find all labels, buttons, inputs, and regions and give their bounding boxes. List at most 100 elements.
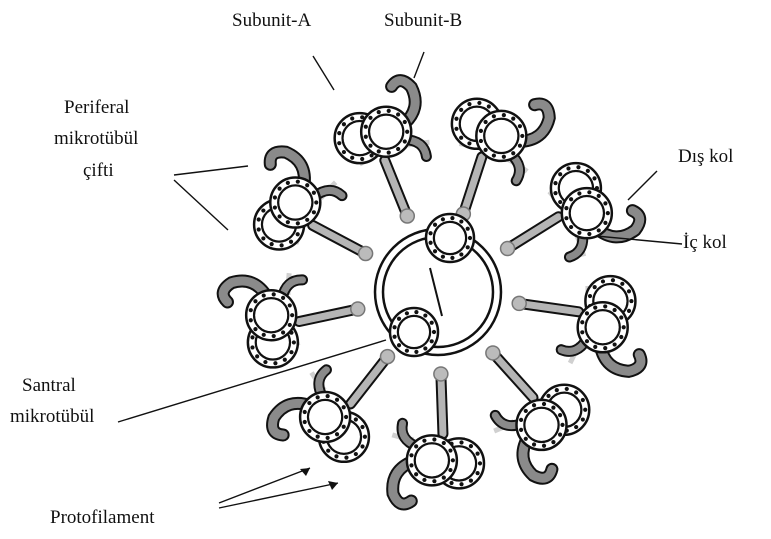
protofilament-dot [414, 444, 418, 448]
protofilament-dot [263, 360, 267, 364]
protofilament-dot [288, 323, 292, 327]
protofilament-dot [405, 349, 409, 353]
protofilament-dot [564, 206, 568, 210]
tubule-lumen [279, 187, 311, 219]
protofilament-dot [629, 299, 633, 303]
protofilament-dot [487, 104, 491, 108]
protofilament-dot [387, 109, 391, 113]
protofilament-dot [296, 221, 300, 225]
protofilament-dot [492, 114, 496, 118]
protofilament-dot [560, 423, 564, 427]
protofilament-dot [273, 361, 277, 365]
protofilament-dot [253, 299, 257, 303]
protofilament-dot [326, 394, 330, 398]
tubule-lumen [525, 409, 557, 441]
protofilament-dot [350, 116, 354, 120]
protofilament-dot [292, 340, 296, 344]
protofilament-dot [518, 124, 522, 128]
protofilament-dot [272, 292, 276, 296]
protofilament-dot [422, 439, 426, 443]
tubule-lumen [255, 299, 287, 331]
protofilament-dot [432, 330, 436, 334]
protofilament-dot [262, 333, 266, 337]
label-inner-arm: İç kol [683, 232, 727, 254]
subunit-a-tubule [562, 188, 612, 238]
protofilament-dot [250, 335, 254, 339]
protofilament-dot [280, 243, 284, 247]
protofilament-dot [342, 405, 346, 409]
subunit-a-tubule [476, 111, 526, 161]
protofilament-dot [392, 325, 396, 329]
protofilament-dot [484, 148, 488, 152]
protofilament-dot [580, 330, 584, 334]
protofilament-dot [466, 227, 470, 231]
protofilament-dot [479, 139, 483, 143]
radial-spoke [313, 225, 366, 253]
radial-spoke [508, 217, 559, 249]
protofilament-dot [587, 190, 591, 194]
protofilament-dot [454, 117, 458, 121]
protofilament-dot [586, 169, 590, 173]
subunit-a-tubule [270, 178, 320, 228]
protofilament-dot [593, 345, 597, 349]
protofilament-dot [558, 200, 562, 204]
protofilament-dot [613, 308, 617, 312]
spoke-head [434, 367, 448, 381]
central-microtubule-lower [390, 308, 438, 356]
protofilament-dot [449, 481, 453, 485]
protofilament-dot [593, 285, 597, 289]
protofilament-dot [344, 456, 348, 460]
protofilament-dot [290, 313, 294, 317]
protofilament-dot [479, 129, 483, 133]
protofilament-dot [459, 440, 463, 444]
protofilament-dot [368, 144, 372, 148]
protofilament-dot [405, 130, 409, 134]
protofilament-dot [377, 149, 381, 153]
subunit-a-tubule [516, 400, 566, 450]
peripheral-doublet-7 [273, 350, 395, 462]
protofilament-dot [432, 479, 436, 483]
protofilament-dot [409, 463, 413, 467]
protofilament-dot [314, 200, 318, 204]
protofilament-dot [286, 181, 290, 185]
spoke-head [400, 209, 414, 223]
protofilament-dot [484, 120, 488, 124]
protofilament-dot [532, 442, 536, 446]
tubule-lumen [485, 120, 517, 152]
protofilament-dot [428, 241, 432, 245]
protofilament-dot [337, 141, 341, 145]
spoke-head [381, 350, 395, 364]
label-subunit-b: Subunit-B [384, 10, 462, 32]
protofilament-dot [305, 218, 309, 222]
protofilament-dot [583, 408, 587, 412]
spoke-head [486, 346, 500, 360]
label-peripheral-line-2: mikrotübül [54, 128, 138, 150]
protofilament-dot [344, 415, 348, 419]
protofilament-dot [397, 343, 401, 347]
protofilament-dot [587, 232, 591, 236]
peripheral-doublet-4 [512, 276, 641, 371]
protofilament-dot [603, 304, 607, 308]
protofilament-dot [619, 335, 623, 339]
protofilament-dot [334, 454, 338, 458]
protofilament-dot [546, 394, 550, 398]
protofilament-dot [558, 433, 562, 437]
protofilament-dot [551, 405, 555, 409]
protofilament-dot [569, 197, 573, 201]
protofilament-dot [627, 289, 631, 293]
protofilament-dot [392, 335, 396, 339]
protofilament-dot [468, 236, 472, 240]
spoke-head [351, 302, 365, 316]
protofilament-dot [593, 306, 597, 310]
protofilament-dot [524, 437, 528, 441]
peripheral-doublet-8 [223, 280, 365, 368]
protofilament-dot [603, 221, 607, 225]
protofilament-dot [566, 166, 570, 170]
protofilament-dot [581, 417, 585, 421]
label-central-line-1: Santral [22, 375, 76, 397]
protofilament-dot [360, 444, 364, 448]
subunit-a-tubule [246, 290, 296, 340]
protofilament-dot [283, 358, 287, 362]
protofilament-dot [364, 135, 368, 139]
